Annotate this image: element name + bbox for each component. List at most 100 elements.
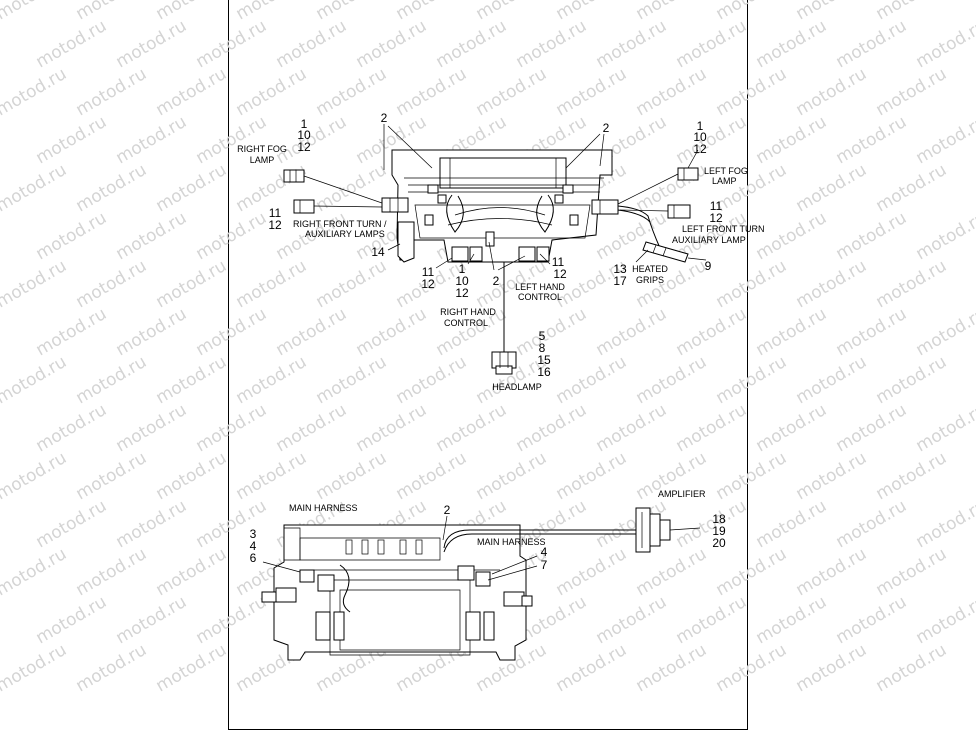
callout-left-hand-2: 12 bbox=[553, 267, 567, 281]
watermark-text: motod.ru bbox=[193, 16, 271, 72]
watermark-text: motod.ru bbox=[73, 352, 151, 408]
watermark-text: motod.ru bbox=[73, 640, 151, 696]
callout-left-fog-3: 12 bbox=[693, 142, 707, 156]
watermark-text: motod.ru bbox=[833, 112, 911, 168]
callout-left-hand-1: 11 bbox=[552, 255, 565, 269]
watermark-text: motod.ru bbox=[913, 304, 976, 360]
callout-lower-4: 4 bbox=[250, 539, 257, 553]
watermark-text: motod.ru bbox=[273, 400, 351, 456]
watermark-text: motod.ru bbox=[73, 448, 151, 504]
watermark-text: motod.ru bbox=[473, 448, 551, 504]
watermark-text: motod.ru bbox=[193, 400, 271, 456]
watermark-text: motod.ru bbox=[473, 64, 551, 120]
watermark-text: motod.ru bbox=[753, 112, 831, 168]
watermark-text: motod.ru bbox=[833, 16, 911, 72]
watermark-text: motod.ru bbox=[393, 0, 471, 24]
watermark-text: motod.ru bbox=[153, 352, 231, 408]
watermark-text: motod.ru bbox=[873, 640, 951, 696]
watermark-text: motod.ru bbox=[313, 448, 391, 504]
right-turn-label-2: AUXILIARY LAMPS bbox=[305, 229, 385, 239]
watermark-text: motod.ru bbox=[753, 208, 831, 264]
right-turn-label-1: RIGHT FRONT TURN / bbox=[293, 219, 387, 229]
page-border bbox=[228, 0, 748, 730]
callout-right-fog-2: 10 bbox=[297, 128, 311, 142]
watermark-text: motod.ru bbox=[113, 208, 191, 264]
watermark-text: motod.ru bbox=[273, 112, 351, 168]
watermark-text: motod.ru bbox=[633, 0, 711, 24]
watermark-text: motod.ru bbox=[873, 256, 951, 312]
watermark-text: motod.ru bbox=[33, 496, 111, 552]
watermark-text: motod.ru bbox=[913, 496, 976, 552]
headlamp-label: HEADLAMP bbox=[492, 382, 542, 392]
watermark-text: motod.ru bbox=[713, 0, 791, 24]
watermark-text: motod.ru bbox=[353, 400, 431, 456]
watermark-text: motod.ru bbox=[833, 208, 911, 264]
watermark-text: motod.ru bbox=[73, 0, 151, 24]
watermark-text: motod.ru bbox=[673, 16, 751, 72]
watermark-text: motod.ru bbox=[713, 352, 791, 408]
watermark-text: motod.ru bbox=[713, 64, 791, 120]
upper-text-labels: RIGHT FOG LAMP 1 10 12 2 2 1 10 12 LEFT … bbox=[237, 111, 764, 392]
watermark-text: motod.ru bbox=[393, 352, 471, 408]
callout-lower-2: 2 bbox=[444, 503, 451, 517]
watermark-text: motod.ru bbox=[393, 64, 471, 120]
amplifier-label: AMPLIFIER bbox=[658, 489, 706, 499]
watermark-text: motod.ru bbox=[113, 112, 191, 168]
watermark-text: motod.ru bbox=[593, 400, 671, 456]
watermark-text: motod.ru bbox=[113, 496, 191, 552]
watermark-text: motod.ru bbox=[313, 256, 391, 312]
callout-headlamp-8: 8 bbox=[539, 341, 546, 355]
right-hand-label-2: CONTROL bbox=[444, 318, 488, 328]
callout-right-turn-1: 11 bbox=[269, 206, 282, 220]
watermark-text: motod.ru bbox=[793, 640, 871, 696]
callout-right-fog-1: 1 bbox=[301, 117, 308, 131]
callout-left-turn-2: 12 bbox=[709, 211, 723, 225]
watermark-text: motod.ru bbox=[873, 352, 951, 408]
watermark-text: motod.ru bbox=[153, 448, 231, 504]
callout-center-12: 12 bbox=[455, 286, 469, 300]
watermark-text: motod.ru bbox=[873, 160, 951, 216]
watermark-text: motod.ru bbox=[873, 448, 951, 504]
callout-right-hand-2: 12 bbox=[421, 277, 435, 291]
watermark-text: motod.ru bbox=[673, 592, 751, 648]
upper-assembly-drawing bbox=[283, 124, 707, 375]
watermark-text: motod.ru bbox=[153, 160, 231, 216]
watermark-text: motod.ru bbox=[793, 448, 871, 504]
watermark-text: motod.ru bbox=[73, 64, 151, 120]
left-turn-label-2: AUXILIARY LAMP bbox=[672, 235, 746, 245]
callout-heated-13: 13 bbox=[613, 262, 627, 276]
watermark-text: motod.ru bbox=[593, 304, 671, 360]
watermark-text: motod.ru bbox=[913, 400, 976, 456]
watermark-text: motod.ru bbox=[913, 16, 976, 72]
watermark-text: motod.ru bbox=[793, 544, 871, 600]
callout-right-turn-2: 12 bbox=[268, 218, 282, 232]
callout-left-fog-2: 10 bbox=[693, 130, 707, 144]
watermark-text: motod.ru bbox=[0, 544, 70, 600]
right-fog-lamp-label-1: RIGHT FOG bbox=[237, 144, 287, 154]
callout-amp-19: 19 bbox=[712, 524, 726, 538]
main-harness-right-label: MAIN HARNESS bbox=[477, 537, 546, 547]
watermark-text: motod.ru bbox=[673, 112, 751, 168]
lower-assembly-drawing bbox=[261, 507, 701, 661]
watermark-text: motod.ru bbox=[713, 544, 791, 600]
watermark-text: motod.ru bbox=[233, 0, 311, 24]
main-harness-left-label: MAIN HARNESS bbox=[289, 503, 358, 513]
watermark-text: motod.ru bbox=[353, 304, 431, 360]
watermark-text: motod.ru bbox=[633, 352, 711, 408]
callout-lower-3: 3 bbox=[250, 527, 257, 541]
heated-grips-label-2: GRIPS bbox=[636, 275, 664, 285]
watermark-text: motod.ru bbox=[0, 0, 70, 24]
watermark-text: motod.ru bbox=[193, 304, 271, 360]
watermark-text: motod.ru bbox=[833, 496, 911, 552]
callout-headlamp-15: 15 bbox=[537, 353, 551, 367]
watermark-text: motod.ru bbox=[673, 496, 751, 552]
watermark-text: motod.ru bbox=[553, 64, 631, 120]
watermark-text: motod.ru bbox=[593, 208, 671, 264]
watermark-text: motod.ru bbox=[193, 496, 271, 552]
watermark-text: motod.ru bbox=[433, 400, 511, 456]
watermark-text: motod.ru bbox=[33, 16, 111, 72]
left-turn-label-1: LEFT FRONT TURN bbox=[682, 224, 765, 234]
callout-top-right-2: 2 bbox=[603, 121, 610, 135]
watermark-text: motod.ru bbox=[713, 256, 791, 312]
watermark-text: motod.ru bbox=[193, 592, 271, 648]
